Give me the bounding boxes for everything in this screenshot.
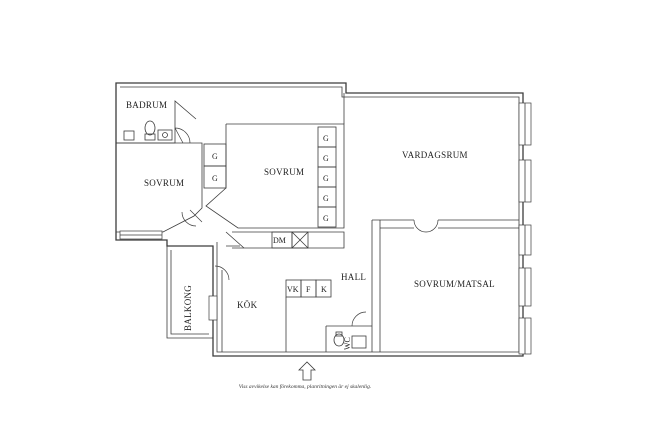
label-garderob-3: G bbox=[323, 134, 329, 143]
label-garderob-5: G bbox=[323, 174, 329, 183]
label-garderob-4: G bbox=[323, 154, 329, 163]
label-balkong: BALKONG bbox=[183, 285, 193, 331]
label-badrum: BADRUM bbox=[126, 100, 167, 110]
label-hall: HALL bbox=[341, 272, 366, 282]
label-kok: KÖK bbox=[237, 300, 258, 310]
disclaimer-text: Viss avvikelse kan förekomma, planritnin… bbox=[239, 383, 371, 390]
wc-room bbox=[325, 311, 372, 352]
kitchen bbox=[214, 231, 345, 352]
label-sovrum-left: SOVRUM bbox=[144, 178, 184, 188]
label-garderob-7: G bbox=[323, 214, 329, 223]
label-sovrum-matsal: SOVRUM/MATSAL bbox=[414, 279, 495, 289]
bedroom-center bbox=[205, 123, 345, 229]
label-vk: VK bbox=[287, 285, 299, 294]
label-garderob-1: G bbox=[212, 152, 218, 161]
windows-right bbox=[518, 102, 532, 355]
label-vardagsrum: VARDAGSRUM bbox=[402, 150, 468, 160]
balcony bbox=[166, 246, 218, 339]
label-garderob-2: G bbox=[212, 174, 218, 183]
label-sovrum-center: SOVRUM bbox=[264, 167, 304, 177]
label-diskmaskin: DM bbox=[273, 236, 286, 245]
living-room bbox=[343, 93, 519, 352]
entrance-arrow-icon bbox=[298, 361, 316, 381]
outer-walls bbox=[115, 82, 524, 357]
label-k: K bbox=[321, 285, 327, 294]
label-wc: WC bbox=[343, 337, 352, 350]
label-f: F bbox=[306, 285, 311, 294]
label-garderob-6: G bbox=[323, 194, 329, 203]
